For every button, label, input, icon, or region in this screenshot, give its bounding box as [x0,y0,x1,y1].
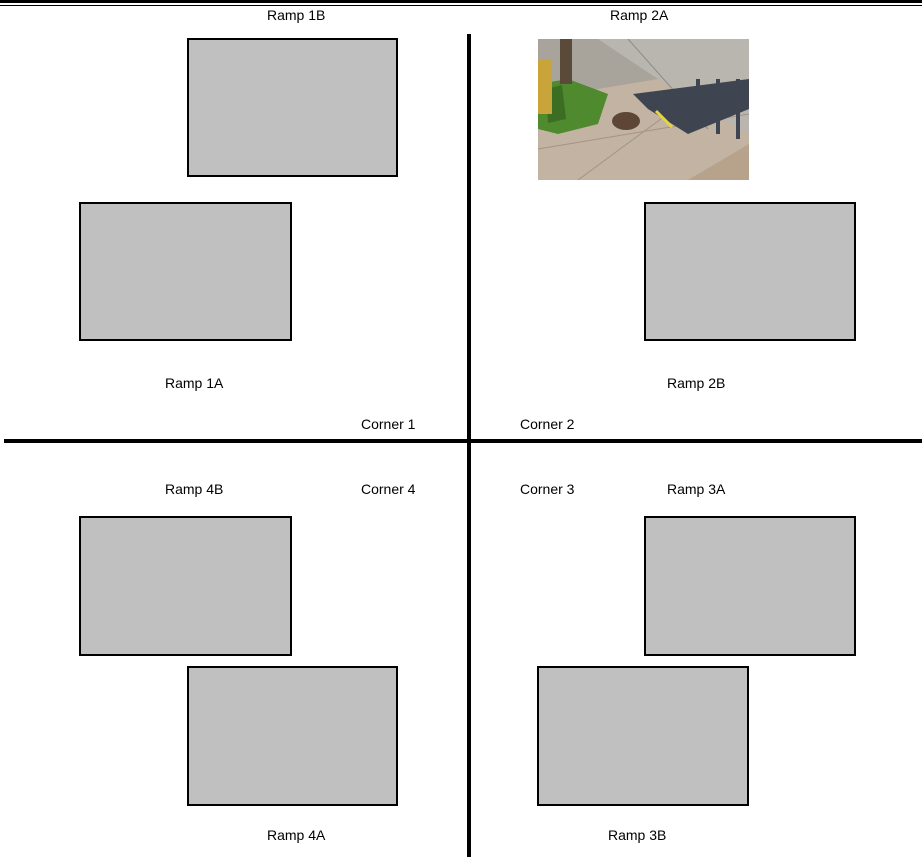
ramp-2b-photo-placeholder [644,202,856,341]
sidewalk-photo-image [538,39,749,180]
ramp-1b-label: Ramp 1B [267,7,325,23]
corner-4-label: Corner 4 [361,481,415,497]
ramp-4a-photo-placeholder [187,666,398,806]
ramp-2a-label: Ramp 2A [610,7,668,23]
top-rule-thick [0,0,922,3]
vertical-divider [467,34,471,857]
corner-2-label: Corner 2 [520,416,574,432]
ramp-1a-photo-placeholder [79,202,292,341]
ramp-1a-label: Ramp 1A [165,375,223,391]
ramp-4a-label: Ramp 4A [267,827,325,843]
top-rule-thin [0,5,922,6]
horizontal-divider [4,439,922,443]
ramp-4b-photo-placeholder [79,516,292,656]
ramp-3b-label: Ramp 3B [608,827,666,843]
corner-3-label: Corner 3 [520,481,574,497]
ramp-2a-photo [538,39,749,180]
corner-1-label: Corner 1 [361,416,415,432]
ramp-3a-photo-placeholder [644,516,856,656]
ramp-1b-photo-placeholder [187,38,398,177]
ramp-3b-photo-placeholder [537,666,749,806]
ramp-3a-label: Ramp 3A [667,481,725,497]
ramp-4b-label: Ramp 4B [165,481,223,497]
ramp-2b-label: Ramp 2B [667,375,725,391]
